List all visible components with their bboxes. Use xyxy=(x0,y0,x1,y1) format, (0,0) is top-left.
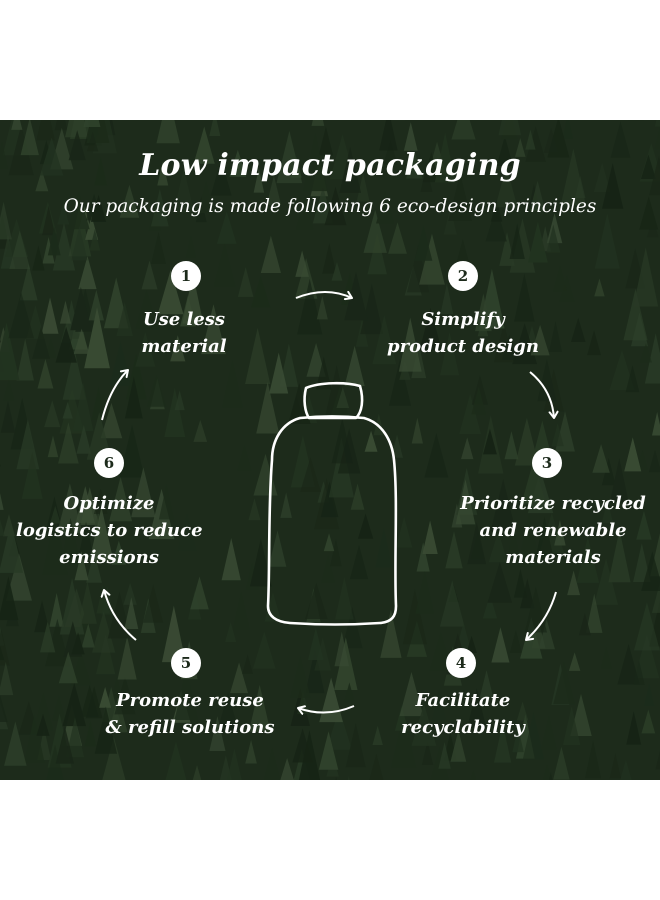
curved-arrow-icon xyxy=(100,589,137,641)
step-number-5: 5 xyxy=(171,648,201,678)
curved-arrow-icon xyxy=(525,591,557,641)
page-title: Low impact packaging xyxy=(139,148,521,183)
curved-arrow-icon xyxy=(529,371,559,419)
step-label-5: Promote reuse& refill solutions xyxy=(105,690,275,738)
curved-arrow-icon xyxy=(295,290,353,301)
step-number-4: 4 xyxy=(446,648,476,678)
step-number-3: 3 xyxy=(532,448,562,478)
curved-arrow-icon xyxy=(297,705,355,715)
step-number-6: 6 xyxy=(94,448,124,478)
page-subtitle: Our packaging is made following 6 eco-de… xyxy=(63,196,597,217)
curved-arrow-icon xyxy=(101,369,129,421)
step-number-2: 2 xyxy=(448,261,478,291)
step-number-1: 1 xyxy=(171,261,201,291)
bottle-icon xyxy=(266,381,398,626)
forest-panel: Low impact packaging Our packaging is ma… xyxy=(0,120,660,780)
diagram-overlay xyxy=(100,290,559,715)
